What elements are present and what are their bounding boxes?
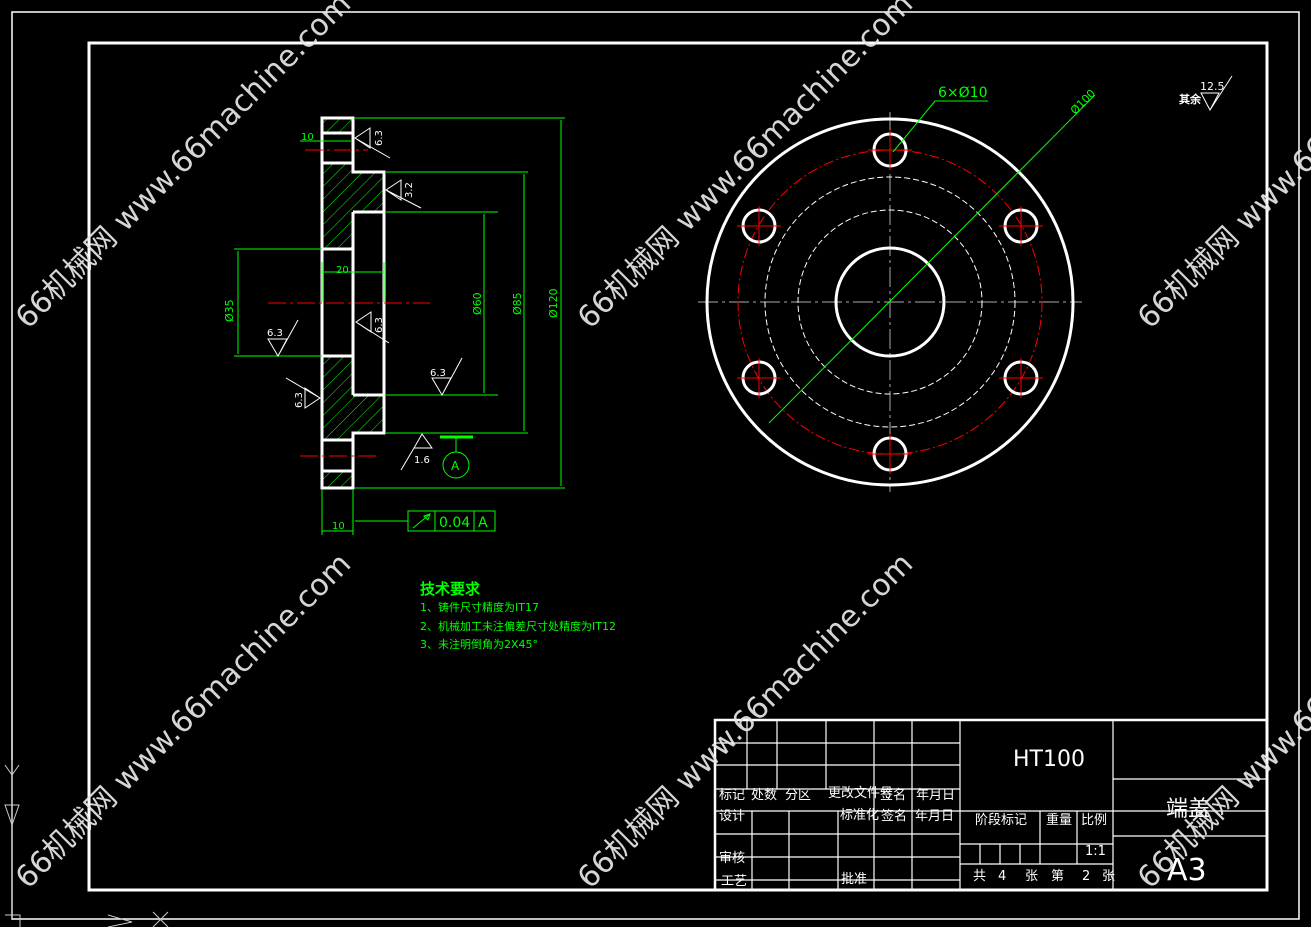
svg-text:66机械网 www.66machine.com: 66机械网 www.66machine.com (571, 0, 920, 336)
svg-text:审核: 审核 (719, 851, 745, 866)
svg-text:12.5: 12.5 (1200, 80, 1225, 93)
dim-diameter-85: Ø85 (511, 292, 524, 315)
svg-text:第: 第 (1051, 869, 1064, 884)
svg-text:4: 4 (998, 869, 1006, 884)
outer-flange-circle (705, 117, 1075, 487)
tolerance-datum: A (478, 515, 488, 531)
svg-text:6.3: 6.3 (430, 368, 446, 379)
roughness-symbol: 6.3 (354, 127, 391, 159)
dim-diameter-60: Ø60 (471, 292, 484, 315)
front-view: 6×Ø10 Ø100 (698, 85, 1098, 492)
svg-text:2: 2 (1082, 869, 1090, 884)
svg-text:1.6: 1.6 (414, 455, 430, 466)
scale-value: 1:1 (1085, 844, 1106, 859)
bolt-holes (737, 130, 1043, 474)
svg-text:3、未注明倒角为2X45°: 3、未注明倒角为2X45° (420, 637, 538, 651)
recess-circle (797, 209, 983, 395)
roughness-symbol: 3.2 (385, 179, 422, 209)
svg-text:重量: 重量 (1046, 812, 1072, 828)
dim-diameter-35: Ø35 (223, 299, 236, 322)
outer-sheet-border (11, 11, 1300, 920)
runout-icon (412, 513, 431, 529)
svg-text:比例: 比例 (1081, 813, 1107, 828)
material: HT100 (1013, 747, 1085, 772)
svg-text:6.3: 6.3 (374, 317, 385, 333)
svg-text:设计: 设计 (719, 809, 745, 824)
svg-text:更改文件号: 更改文件号 (828, 786, 893, 801)
roughness-symbol: 6.3 (430, 357, 463, 397)
ucs-icon (4, 760, 169, 927)
inner-drawing-frame (87, 41, 1269, 892)
svg-text:年月日: 年月日 (916, 788, 955, 803)
svg-text:6.3: 6.3 (294, 392, 305, 408)
bore-circle (834, 246, 946, 358)
roughness-symbol: 6.3 (285, 377, 321, 409)
svg-text:6.3: 6.3 (267, 328, 283, 339)
hatch-area (322, 356, 384, 440)
watermarks: 66机械网 www.66machine.com 66机械网 www.66mach… (9, 0, 1311, 896)
runout-tolerance-frame: 0.04 A (407, 510, 496, 532)
dim-diameter-120: Ø120 (547, 288, 560, 318)
bolt-circle-dim: Ø100 (1068, 87, 1098, 117)
svg-text:技术要求: 技术要求 (420, 580, 481, 598)
hatch-area (322, 163, 384, 249)
svg-text:分区: 分区 (785, 788, 811, 803)
general-roughness: 12.5 其余 (1179, 75, 1233, 112)
svg-text:66机械网 www.66machine.com: 66机械网 www.66machine.com (9, 0, 358, 336)
svg-text:批准: 批准 (841, 872, 867, 887)
svg-text:年月日: 年月日 (915, 809, 954, 824)
roughness-symbol: 6.3 (267, 319, 299, 358)
part-outline (320, 116, 386, 490)
datum-symbol: A (440, 435, 473, 479)
svg-text:1、铸件尺寸精度为IT17: 1、铸件尺寸精度为IT17 (420, 600, 539, 614)
sheet-size: A3 (1167, 853, 1207, 888)
holes-label: 6×Ø10 (938, 85, 987, 101)
roughness-symbol: 6.3 (355, 311, 390, 344)
svg-text:其余: 其余 (1179, 92, 1202, 106)
svg-text:阶段标记: 阶段标记 (975, 813, 1027, 828)
hatch-area (322, 118, 353, 133)
section-view: 10 20 10 Ø35 Ø60 Ø85 Ø120 6.3 3.2 6.3 6.… (223, 116, 565, 535)
svg-text:处数: 处数 (751, 788, 777, 803)
svg-text:66机械网 www.66machine.com: 66机械网 www.66machine.com (1131, 0, 1311, 336)
hatch-area (322, 471, 353, 488)
svg-text:张: 张 (1025, 869, 1038, 884)
hub-circle (764, 176, 1016, 428)
dim-10-bottom: 10 (332, 521, 345, 532)
title-block: 标记 处数 分区 更改文件号 签名 年月日 设计 标准化 签名 年月日 审核 工… (713, 718, 1269, 892)
roughness-symbol: 1.6 (400, 433, 433, 471)
technical-requirements: 技术要求 1、铸件尺寸精度为IT17 2、机械加工未注偏差尺寸处精度为IT12 … (420, 580, 616, 651)
part-name: 端盖 (1166, 797, 1210, 822)
tolerance-value: 0.04 (439, 515, 470, 531)
svg-text:签名: 签名 (880, 787, 906, 803)
svg-text:标记: 标记 (719, 788, 745, 803)
svg-text:工艺: 工艺 (721, 874, 747, 889)
svg-text:2、机械加工未注偏差尺寸处精度为IT12: 2、机械加工未注偏差尺寸处精度为IT12 (420, 619, 616, 633)
svg-text:A: A (451, 459, 460, 473)
svg-text:66机械网 www.66machine.com: 66机械网 www.66machine.com (9, 546, 358, 895)
dim-10-top: 10 (301, 132, 314, 143)
svg-text:标准化: 标准化 (840, 808, 879, 823)
dim-20: 20 (336, 265, 349, 276)
svg-text:6.3: 6.3 (374, 130, 385, 146)
svg-text:共: 共 (973, 869, 986, 884)
svg-text:3.2: 3.2 (404, 182, 415, 198)
svg-text:张: 张 (1102, 869, 1115, 884)
svg-text:签名: 签名 (881, 808, 907, 824)
